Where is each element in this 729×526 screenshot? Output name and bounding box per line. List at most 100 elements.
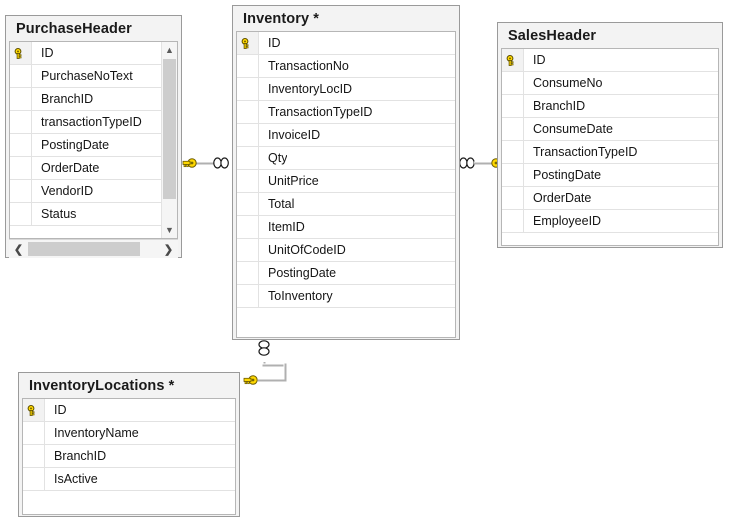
table-row[interactable]: InventoryName [23,422,235,445]
column-name: ID [54,403,67,417]
primary-key-cell [23,468,45,490]
column-name: BranchID [533,99,586,113]
primary-key-cell [502,210,524,232]
many-symbol [258,340,270,356]
key-icon [14,47,22,59]
table-row[interactable]: OrderDate [502,187,718,210]
column-name: ID [41,46,54,60]
table-node-purchaseheader[interactable]: PurchaseHeader ID PurchaseNoText [5,15,182,258]
table-row[interactable]: Qty [237,147,455,170]
primary-key-cell [237,55,259,77]
table-row[interactable]: UnitOfCodeID [237,239,455,262]
scroll-left-arrow-icon[interactable]: ❮ [13,243,24,256]
relationship-purchaseheader-inventory[interactable] [182,152,234,176]
primary-key-cell [502,187,524,209]
primary-key-cell [10,65,32,87]
column-name: ToInventory [268,289,333,303]
table-row[interactable]: PostingDate [10,134,161,157]
table-row[interactable]: InvoiceID [237,124,455,147]
column-name: TransactionTypeID [533,145,638,159]
primary-key-cell [237,193,259,215]
primary-key-cell [23,445,45,467]
scroll-down-arrow-icon[interactable]: ▼ [165,225,174,235]
column-name: InventoryLocID [268,82,353,96]
table-row[interactable]: Status [10,203,161,226]
column-name: PostingDate [268,266,337,280]
table-row[interactable]: transactionTypeID [10,111,161,134]
table-row[interactable]: ToInventory [237,285,455,308]
primary-key-cell [237,78,259,100]
table-row[interactable]: UnitPrice [237,170,455,193]
table-row[interactable]: TransactionTypeID [502,141,718,164]
column-name: ConsumeDate [533,122,613,136]
primary-key-cell [237,101,259,123]
primary-key-cell [23,491,45,514]
scroll-right-arrow-icon[interactable]: ❯ [163,243,174,256]
horizontal-scrollbar-purchaseheader[interactable]: ❮ ❯ [9,239,178,258]
table-row[interactable]: ID [23,399,235,422]
primary-key-cell [237,147,259,169]
relationship-inventorylocations-inventory[interactable] [236,338,298,392]
column-name: BranchID [54,449,107,463]
table-row[interactable]: ID [502,49,718,72]
primary-key-cell [237,216,259,238]
column-name: transactionTypeID [41,115,142,129]
key-icon [27,404,35,416]
column-name: PostingDate [533,168,602,182]
horizontal-scroll-thumb[interactable] [28,242,140,256]
column-name: PostingDate [41,138,110,152]
table-title-inventory: Inventory * [243,11,320,27]
table-row[interactable]: PostingDate [237,262,455,285]
column-grid-purchaseheader: ID PurchaseNoText BranchID transactionTy… [9,41,178,239]
table-row[interactable]: BranchID [10,88,161,111]
key-icon [506,54,514,66]
table-row[interactable]: PurchaseNoText [10,65,161,88]
primary-key-cell [237,239,259,261]
primary-key-cell [502,49,524,71]
table-row[interactable]: ID [237,32,455,55]
primary-key-cell [10,157,32,179]
table-node-salesheader[interactable]: SalesHeader ID ConsumeNo [497,22,723,248]
vertical-scrollbar-purchaseheader[interactable]: ▲ ▼ [161,42,177,238]
scroll-up-arrow-icon[interactable]: ▲ [165,45,174,55]
table-node-inventory[interactable]: Inventory * ID TransactionNo [232,5,460,340]
table-row-empty[interactable] [237,308,455,337]
table-row[interactable]: ConsumeNo [502,72,718,95]
table-title-purchaseheader: PurchaseHeader [16,21,132,37]
column-name: OrderDate [41,161,100,175]
primary-key-cell [237,32,259,54]
table-row-empty[interactable] [502,233,718,245]
column-name: ItemID [268,220,305,234]
many-symbol [213,157,229,169]
table-title-inventorylocations: InventoryLocations * [29,378,175,394]
table-row[interactable]: VendorID [10,180,161,203]
column-name: Status [41,207,77,221]
table-row[interactable]: TransactionTypeID [237,101,455,124]
table-row[interactable]: IsActive [23,468,235,491]
primary-key-cell [10,88,32,110]
table-row[interactable]: InventoryLocID [237,78,455,101]
vertical-scroll-thumb[interactable] [163,59,176,199]
table-row[interactable]: BranchID [502,95,718,118]
key-icon [243,375,258,385]
column-name: ID [533,53,546,67]
table-node-inventorylocations[interactable]: InventoryLocations * ID InventoryName [18,372,240,517]
table-row[interactable]: ID [10,42,161,65]
table-row[interactable]: Total [237,193,455,216]
table-row[interactable]: ConsumeDate [502,118,718,141]
table-row[interactable]: BranchID [23,445,235,468]
column-grid-salesheader: ID ConsumeNo BranchID ConsumeDate Transa… [501,48,719,246]
table-row[interactable]: TransactionNo [237,55,455,78]
primary-key-cell [237,124,259,146]
table-row-empty[interactable] [23,491,235,514]
primary-key-cell [10,42,32,64]
primary-key-cell [23,399,45,421]
primary-key-cell [502,118,524,140]
table-row[interactable]: PostingDate [502,164,718,187]
table-row[interactable]: OrderDate [10,157,161,180]
primary-key-cell [10,111,32,133]
table-row[interactable]: ItemID [237,216,455,239]
key-icon [241,37,249,49]
column-name: OrderDate [533,191,592,205]
table-row[interactable]: EmployeeID [502,210,718,233]
